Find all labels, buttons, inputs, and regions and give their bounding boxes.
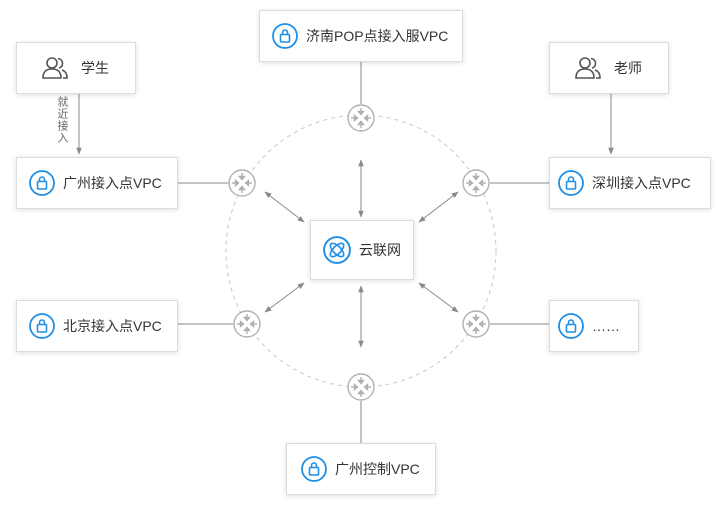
jinan-vpc-label: 济南POP点接入服VPC: [306, 28, 449, 44]
beijing-access-vpc-label: 北京接入点VPC: [63, 318, 162, 334]
router-icon: [233, 310, 261, 338]
vpc-lock-icon: [29, 170, 55, 196]
vpc-lock-icon: [558, 313, 584, 339]
teacher-node[interactable]: 老师: [549, 42, 669, 94]
more-vpc-node[interactable]: ……: [549, 300, 639, 352]
student-node[interactable]: 学生: [16, 42, 136, 94]
router-icon: [462, 310, 490, 338]
ccn-atom-icon: [323, 236, 351, 264]
beijing-access-vpc-node[interactable]: 北京接入点VPC: [16, 300, 178, 352]
teacher-label: 老师: [614, 60, 642, 76]
more-vpc-label: ……: [592, 318, 620, 334]
router-icon: [462, 169, 490, 197]
shenzhen-access-vpc-node[interactable]: 深圳接入点VPC: [549, 157, 711, 209]
student-label: 学生: [81, 60, 109, 76]
shenzhen-access-vpc-label: 深圳接入点VPC: [592, 175, 691, 191]
ccn-node[interactable]: 云联网: [310, 220, 414, 280]
router-icon: [228, 169, 256, 197]
guangzhou-control-vpc-label: 广州控制VPC: [335, 461, 420, 477]
vpc-lock-icon: [29, 313, 55, 339]
guangzhou-access-vpc-label: 广州接入点VPC: [63, 175, 162, 191]
jinan-vpc-node[interactable]: 济南POP点接入服VPC: [259, 10, 463, 62]
router-icon: [347, 373, 375, 401]
ring-dashed: [225, 114, 497, 388]
vpc-lock-icon: [301, 456, 327, 482]
users-icon: [575, 57, 601, 79]
guangzhou-access-vpc-node[interactable]: 广州接入点VPC: [16, 157, 178, 209]
student-link-label: 就近接入: [56, 96, 68, 144]
vpc-lock-icon: [558, 170, 584, 196]
users-icon: [42, 57, 68, 79]
router-icon: [347, 104, 375, 132]
ccn-label: 云联网: [359, 242, 401, 258]
guangzhou-control-vpc-node[interactable]: 广州控制VPC: [286, 443, 436, 495]
vpc-lock-icon: [272, 23, 298, 49]
